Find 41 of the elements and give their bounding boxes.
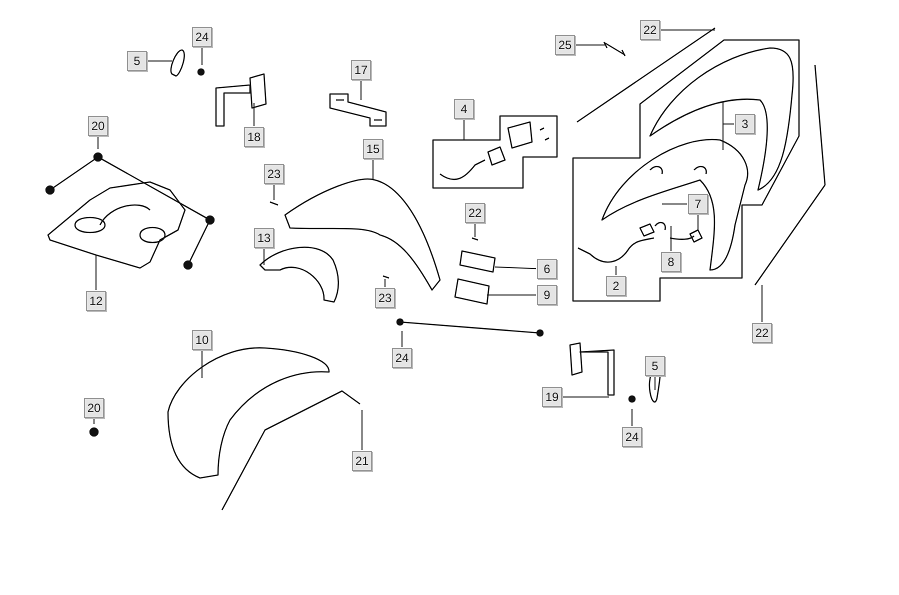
leader-line [474,224,476,238]
leader-line [360,80,362,100]
callout-number: 19 [542,387,562,407]
callout-number: 10 [192,330,212,350]
callout-number: 24 [622,427,642,447]
callout-number: 6 [537,259,557,279]
leader-line [486,294,536,296]
callout-number: 24 [192,27,212,47]
callout-number: 4 [454,99,474,119]
callout-number: 22 [752,323,772,343]
leader-line [148,60,172,62]
callout-number: 13 [254,228,274,248]
callout-number: 22 [640,20,660,40]
leader-line [654,376,656,390]
leader-line [372,160,374,180]
callout-number: 15 [363,139,383,159]
callout-number: 20 [84,398,104,418]
callout-number: 2 [606,276,626,296]
callout-number: 5 [127,51,147,71]
callout-number: 5 [645,356,665,376]
callout-number: 9 [537,285,557,305]
callout-number: 24 [392,348,412,368]
callout-number: 17 [351,60,371,80]
callout-number: 23 [264,164,284,184]
callout-number: 21 [352,451,372,471]
callout-number: 7 [688,194,708,214]
leader-line [722,102,734,150]
callout-number: 25 [555,35,575,55]
leader-line [494,266,536,270]
callout-number: 3 [735,114,755,134]
callout-number: 20 [88,116,108,136]
callout-number: 8 [661,252,681,272]
callout-number: 18 [244,127,264,147]
leader-line [670,226,672,252]
leader-line [384,278,386,288]
leader-line [662,204,698,234]
callout-number: 12 [86,291,106,311]
callout-number: 22 [465,203,485,223]
leader-line [576,44,606,46]
leader-line [562,396,610,398]
callout-number: 23 [375,288,395,308]
